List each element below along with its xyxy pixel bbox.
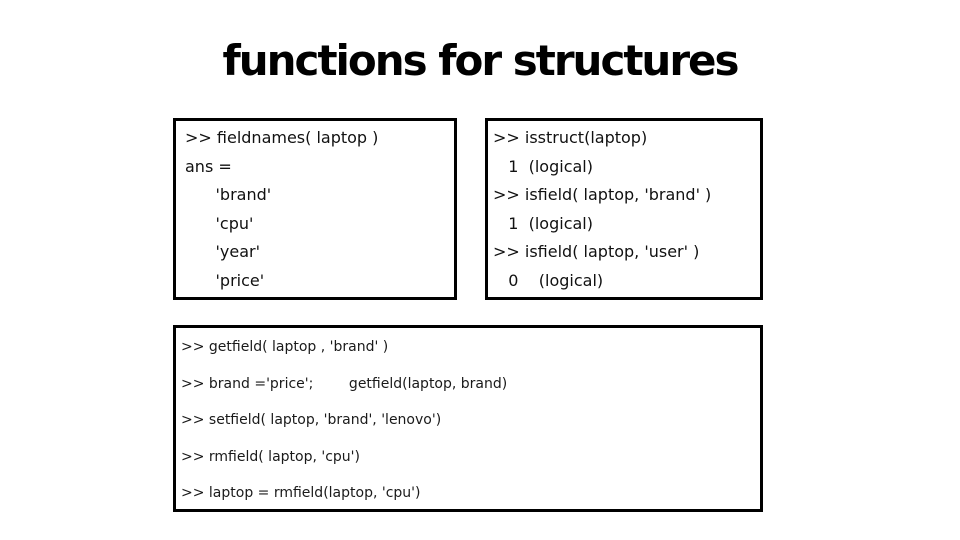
code-line: 'year': [185, 242, 261, 261]
code-line: 'brand': [185, 185, 272, 204]
code-line: 0 (logical): [493, 270, 604, 290]
code-line: 'cpu': [185, 213, 254, 233]
code-line: >> isstruct(laptop): [493, 128, 648, 147]
code-line: >> brand ='price'; getfield(laptop, bran…: [181, 375, 508, 392]
code-line: 1 (logical): [493, 156, 593, 176]
code-line: >> rmfield( laptop, 'cpu'): [181, 448, 360, 465]
code-line: >> laptop = rmfield(laptop, 'cpu'): [181, 485, 421, 501]
code-line: >> setfield( laptop, 'brand', 'lenovo'): [181, 412, 442, 428]
code-box-isstruct-isfield: >> isstruct(laptop) 1 (logical) >> isfie…: [485, 118, 763, 300]
code-box-getfield-setfield-rmfield: >> getfield( laptop , 'brand' ) >> brand…: [173, 325, 763, 512]
code-line: >> isfield( laptop, 'brand' ): [493, 185, 712, 204]
code-line: >> getfield( laptop , 'brand' ): [181, 339, 389, 355]
slide-title: functions for structures: [222, 36, 739, 85]
code-line: ans =: [185, 156, 232, 176]
code-line: >> isfield( laptop, 'user' ): [493, 242, 700, 261]
code-box-fieldnames: >> fieldnames( laptop ) ans = 'brand' 'c…: [173, 118, 457, 300]
code-line: 1 (logical): [493, 213, 593, 233]
code-line: >> fieldnames( laptop ): [185, 128, 379, 147]
code-line: 'price': [185, 270, 265, 290]
